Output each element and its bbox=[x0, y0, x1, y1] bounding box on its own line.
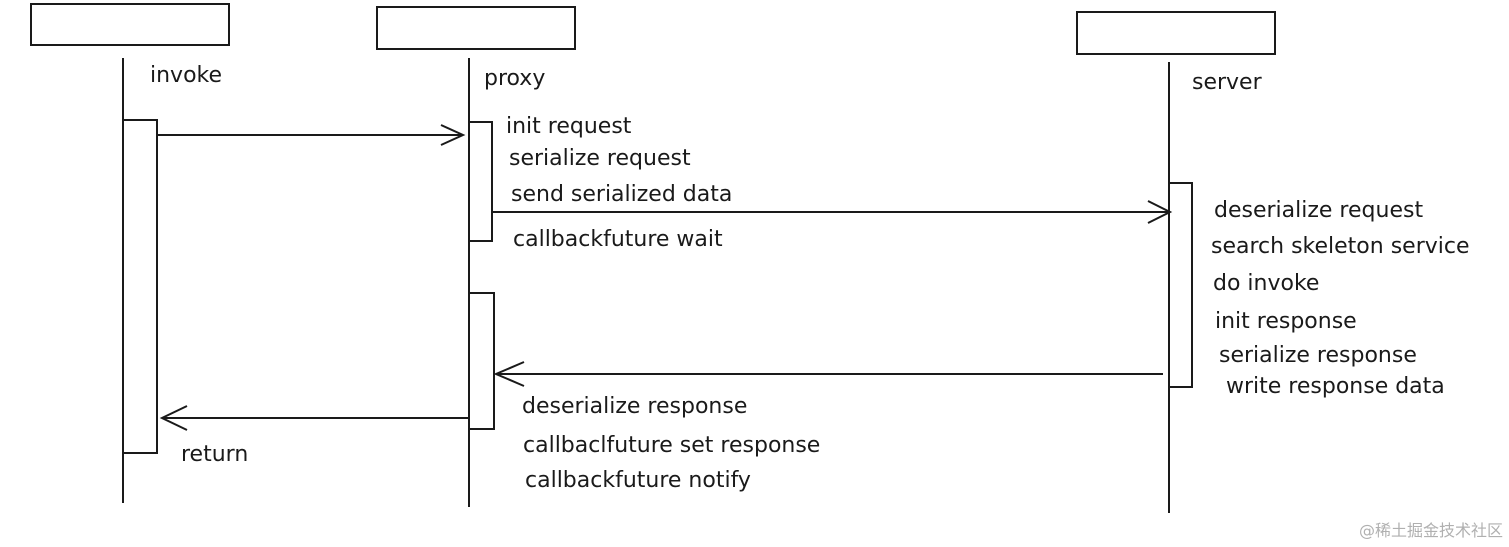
step-search-skeleton-service: search skeleton service bbox=[1211, 234, 1470, 259]
invoke-activation-bar bbox=[122, 119, 158, 454]
proxy-participant-box bbox=[376, 6, 576, 50]
step-init-request: init request bbox=[506, 114, 632, 139]
step-callbackfuture-wait: callbackfuture wait bbox=[513, 227, 723, 252]
proxy-activation-bar-request bbox=[468, 121, 493, 242]
proxy-to-server-arrow bbox=[492, 200, 1173, 224]
proxy-to-invoke-return-arrow bbox=[159, 405, 469, 431]
step-init-response: init response bbox=[1215, 309, 1357, 334]
server-activation-bar bbox=[1168, 182, 1193, 388]
step-serialize-request: serialize request bbox=[509, 146, 691, 171]
invoke-participant-box bbox=[30, 3, 230, 46]
step-write-response-data: write response data bbox=[1226, 374, 1445, 399]
step-do-invoke: do invoke bbox=[1213, 271, 1320, 296]
return-label: return bbox=[181, 442, 249, 467]
watermark: @稀土掘金技术社区 bbox=[1358, 521, 1503, 540]
server-participant-box bbox=[1076, 11, 1276, 55]
step-serialize-response: serialize response bbox=[1219, 343, 1417, 368]
step-deserialize-request: deserialize request bbox=[1214, 198, 1424, 223]
step-send-serialized-data: send serialized data bbox=[511, 182, 733, 207]
proxy-activation-bar-response bbox=[468, 292, 495, 430]
server-to-proxy-arrow bbox=[493, 361, 1163, 387]
proxy-participant-label: proxy bbox=[484, 66, 546, 91]
step-callbackfuture-notify: callbackfuture notify bbox=[525, 468, 751, 493]
invoke-participant-label: invoke bbox=[150, 63, 223, 88]
invoke-to-proxy-arrow bbox=[157, 124, 466, 146]
step-deserialize-response: deserialize response bbox=[522, 394, 748, 419]
step-callbackfuture-set-response: callbaclfuture set response bbox=[523, 433, 821, 458]
server-participant-label: server bbox=[1192, 70, 1262, 95]
